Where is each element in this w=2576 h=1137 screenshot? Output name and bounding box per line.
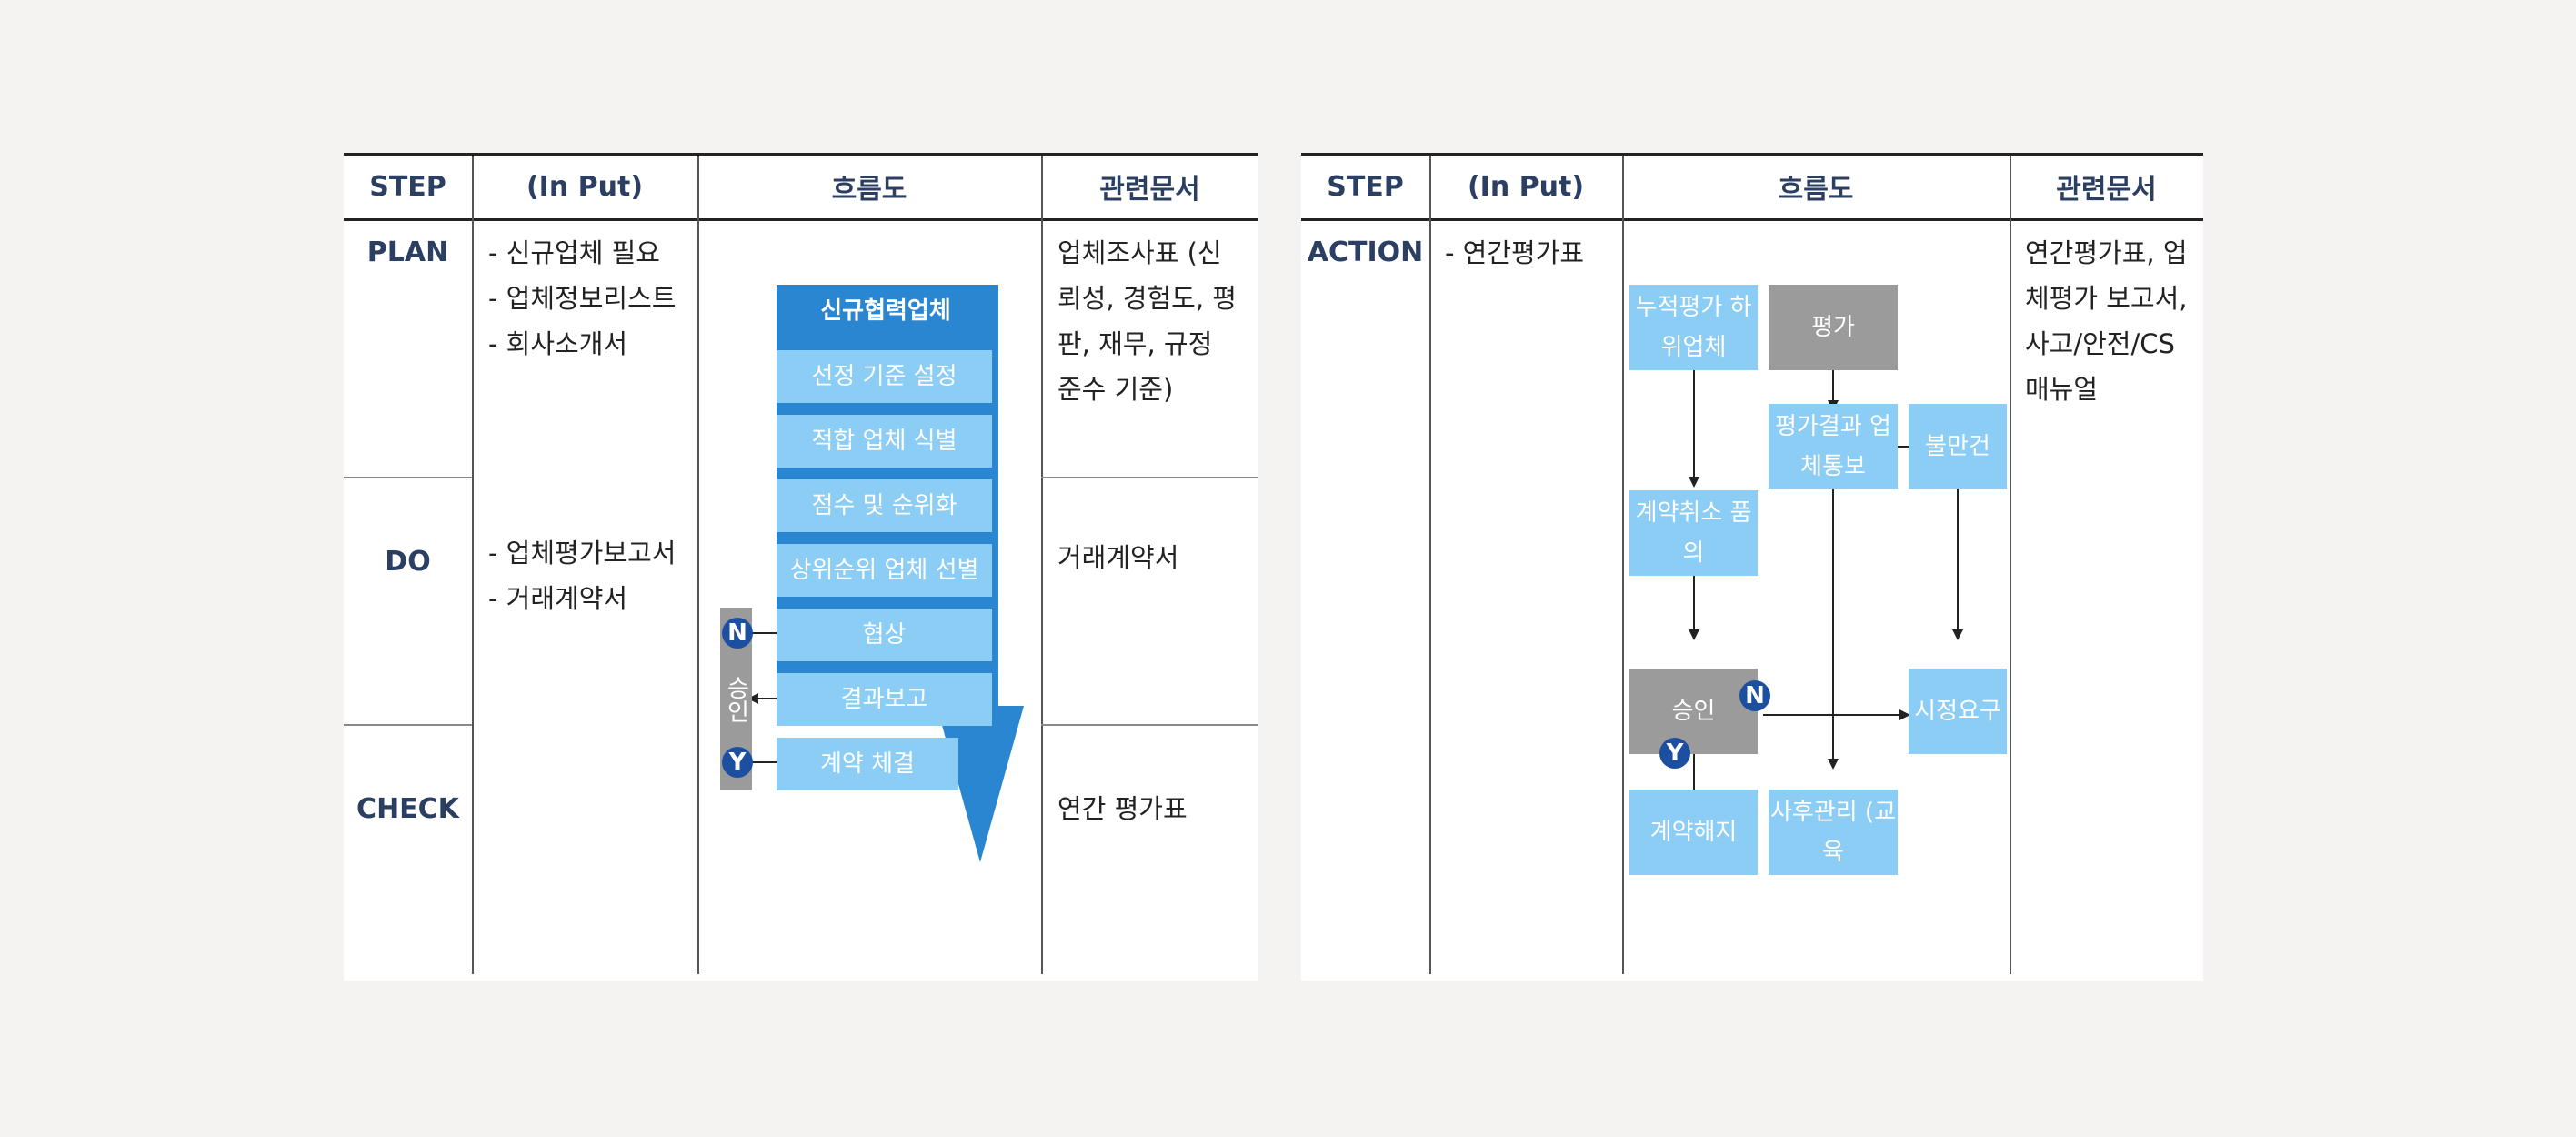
header-input: (In Put) (526, 170, 644, 203)
step-action: ACTION (1307, 236, 1424, 268)
flow-step-1: 선정 기준 설정 (777, 350, 992, 403)
docs-check: 연간 평가표 (1057, 793, 1188, 824)
flow-approval-label: 승인 (722, 675, 750, 723)
step-check: CHECK (356, 793, 459, 825)
flow-complaint: 불만건 (1909, 404, 2007, 489)
input-action: - 연간평가표 (1445, 237, 1585, 268)
docs-action: 연간평가표, 업체평가 보고서, 사고/안전/CS 매뉴얼 (2025, 237, 2188, 405)
flow-cumulative-low: 누적평가 하위업체 (1629, 285, 1758, 370)
header-docs: 관련문서 (2056, 174, 2157, 206)
header-input: (In Put) (1467, 170, 1585, 203)
header-flow: 흐름도 (831, 174, 907, 206)
docs-plan: 업체조사표 (신뢰성, 경험도, 평판, 재무, 규정 준수 기준) (1057, 237, 1237, 405)
header-step: STEP (369, 170, 446, 203)
header-step: STEP (1327, 170, 1404, 203)
input-plan-2: - 업체정보리스트 (488, 283, 677, 314)
flow-approve: 승인 (1629, 669, 1758, 754)
flow-y-marker: Y (722, 747, 753, 778)
flow-y-marker: Y (1659, 738, 1690, 769)
step-plan: PLAN (366, 236, 449, 268)
flow-n-marker: N (1739, 680, 1770, 711)
right-process-table: STEP (In Put) 흐름도 관련문서 ACTION - 연간평가표 연간… (1301, 153, 2203, 981)
flow-new-partner: 신규협력업체 (777, 285, 995, 337)
input-do-2: - 거래계약서 (488, 583, 628, 614)
flow-step-2: 적합 업체 식별 (777, 415, 992, 468)
flow-step-5: 협상 (777, 609, 992, 661)
header-flow: 흐름도 (1778, 174, 1854, 206)
flow-step-3: 점수 및 순위화 (777, 479, 992, 532)
flow-evaluation: 평가 (1769, 285, 1898, 370)
flow-notify-result: 평가결과 업체통보 (1769, 404, 1898, 489)
flow-step-4: 상위순위 업체 선별 (777, 544, 992, 597)
input-plan-1: - 신규업체 필요 (488, 237, 660, 268)
flow-step-6: 결과보고 (777, 673, 992, 726)
flow-terminate: 계약해지 (1629, 790, 1758, 875)
flow-correction-request: 시정요구 (1909, 669, 2007, 754)
flow-n-marker: N (722, 618, 753, 649)
input-do-1: - 업체평가보고서 (488, 538, 677, 568)
input-plan-3: - 회사소개서 (488, 328, 628, 359)
step-do: DO (385, 546, 431, 578)
flow-step-7: 계약 체결 (777, 738, 958, 790)
flow-aftercare: 사후관리 (교육 (1769, 790, 1898, 875)
header-docs: 관련문서 (1099, 174, 1200, 206)
flow-cancel-proposal: 계약취소 품의 (1629, 490, 1758, 576)
docs-do: 거래계약서 (1057, 542, 1179, 573)
left-process-table: STEP (In Put) 흐름도 관련문서 PLAN DO CHECK - 신… (344, 153, 1258, 981)
